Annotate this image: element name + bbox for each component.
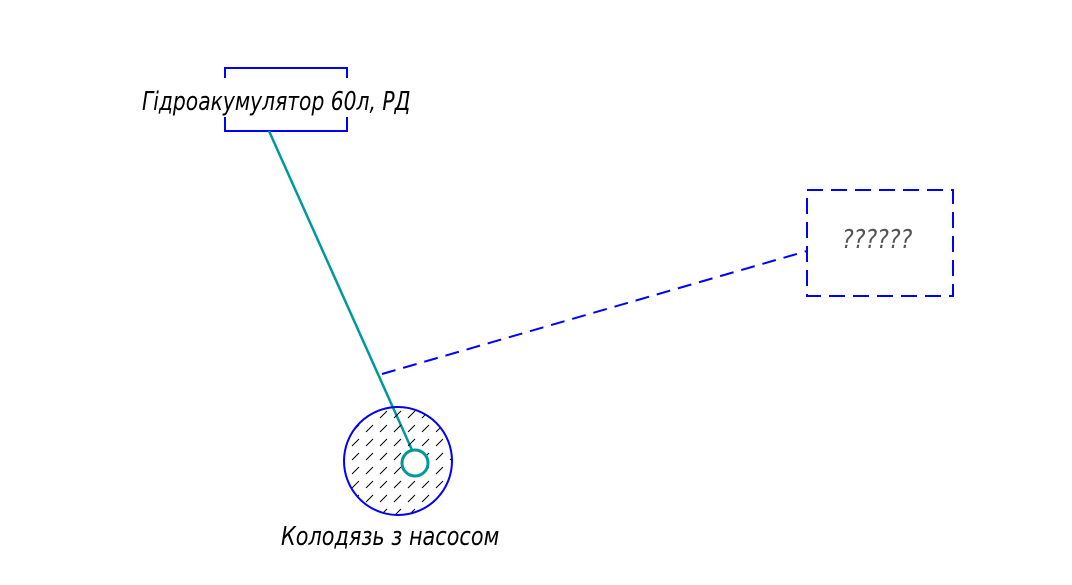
pump-icon xyxy=(400,448,430,478)
well-outline xyxy=(343,406,453,516)
well[interactable] xyxy=(343,406,453,516)
pipe-line[interactable] xyxy=(267,130,414,451)
accumulator-label: Гідроакумулятор 60л, РД xyxy=(142,87,410,117)
accumulator-box[interactable] xyxy=(224,67,348,132)
unknown-box[interactable] xyxy=(806,189,954,297)
unknown-label: ?????? xyxy=(842,224,913,254)
well-label: Колодязь з насосом xyxy=(281,521,499,552)
dashed-connection[interactable] xyxy=(381,250,808,375)
